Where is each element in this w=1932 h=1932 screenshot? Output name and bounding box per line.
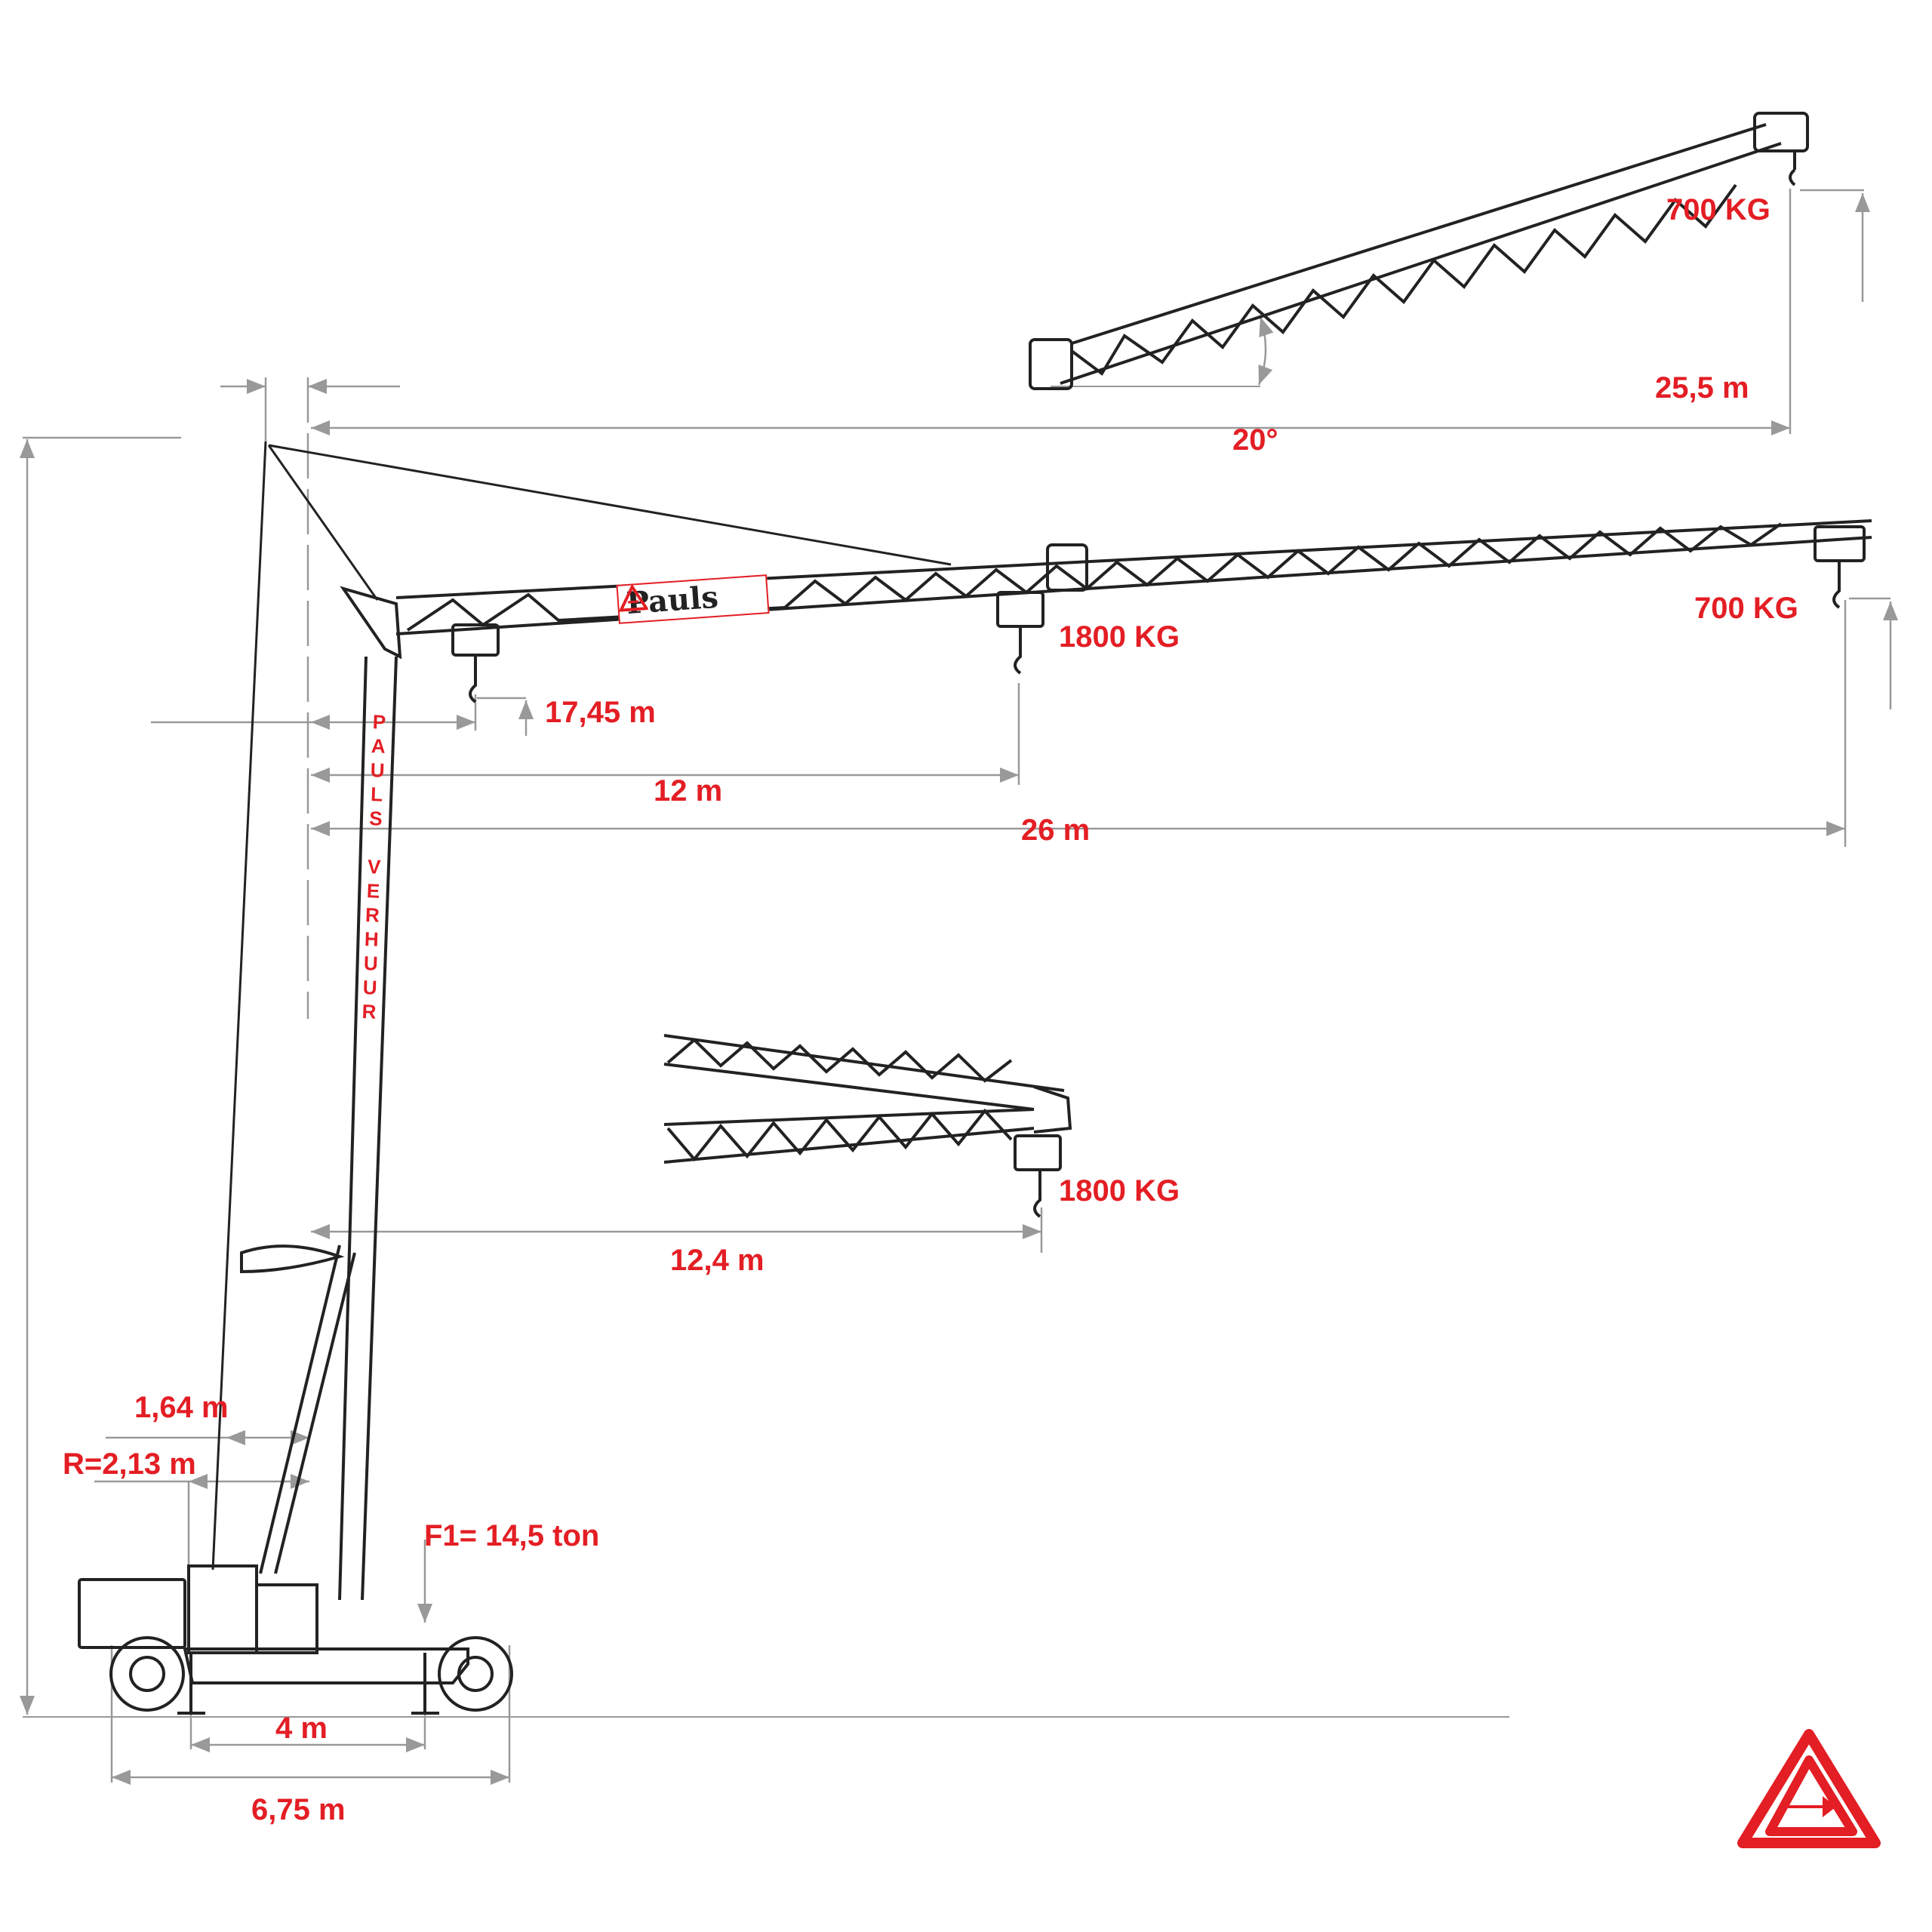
outrigger-load: F1= 14,5 ton [424,1519,600,1552]
mast-letter: P [372,710,386,734]
jib-mid-capacity: 1800 KG [1059,620,1180,654]
mast-letter: A [371,734,386,758]
mast-letter: L [370,783,383,806]
tail-radius-2: R=2,13 m [63,1447,196,1481]
mast [211,441,402,1601]
main-jib [267,444,1872,703]
max-radius: 26 m [1021,814,1091,847]
jib-tip-capacity: 700 KG [1694,592,1798,625]
raised-jib-height: 25,5 m [1655,371,1749,405]
hook-height: 17,45 m [545,696,656,729]
raised-jib-capacity: 700 KG [1666,193,1770,226]
mast-letter [363,830,386,855]
overall-length: 6,75 m [251,1793,346,1826]
folded-jib [663,1034,1072,1218]
mast-letter: U [362,975,378,999]
chassis [78,1564,513,1715]
brand-plate: Pauls [616,574,770,624]
tail-radius-1: 1,64 m [134,1391,229,1424]
raised-jib [1029,112,1809,390]
mast-letter: H [364,928,380,951]
outrigger-span: 4 m [275,1712,328,1745]
dimension-lines [20,189,1898,1785]
mast-letter: E [366,879,380,903]
mast-letter: S [368,807,383,830]
pauls-triangle-logo-icon [1737,1729,1881,1848]
mast-letter: R [365,903,380,927]
mast-letter: R [361,999,377,1023]
mid-radius: 12 m [654,774,723,808]
folded-jib-radius: 12,4 m [670,1244,764,1277]
mast-letter: V [367,855,381,878]
mast-letter: U [363,952,379,975]
pauls-triangle-logo-icon [618,584,648,612]
folded-jib-capacity: 1800 KG [1059,1174,1180,1208]
raised-jib-angle: 20° [1232,423,1278,457]
mast-letter: U [370,758,386,782]
